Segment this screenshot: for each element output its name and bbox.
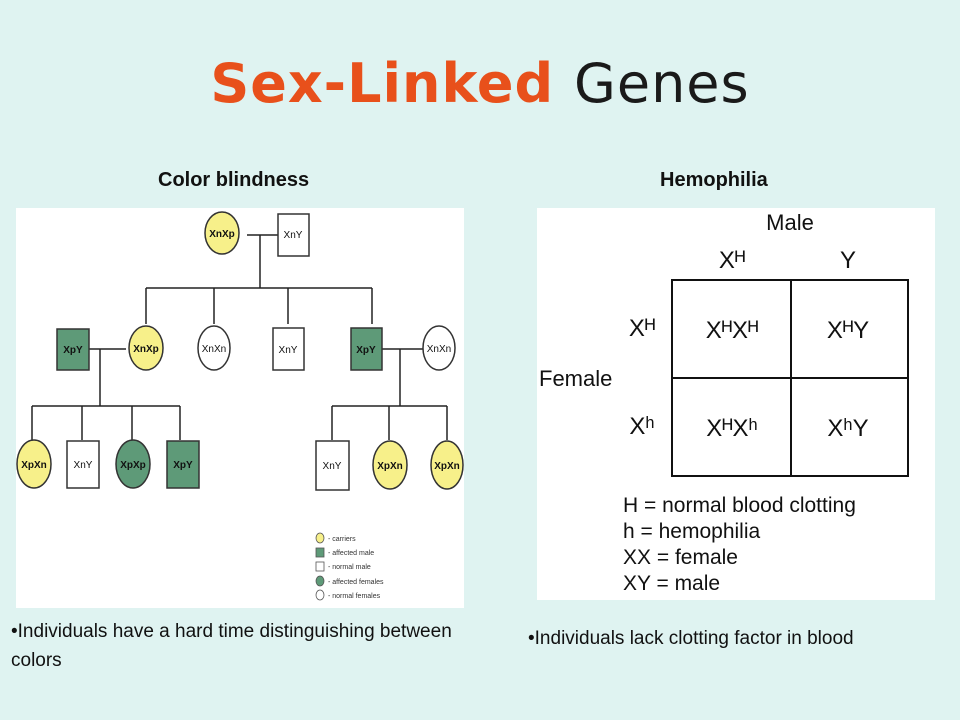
svg-text:XpXp: XpXp <box>120 460 146 471</box>
parent-female-carrier: XnXp <box>204 211 240 255</box>
legend-carrier-symbol <box>315 532 325 544</box>
punnett-svg: Male Xᴴ Y Female Xᴴ Xʰ XᴴXᴴ XᴴY XᴴXʰ XʰY… <box>539 210 909 595</box>
pedigree-svg: XnXp XnY XpY XnXp XnXn XnY XpY Xn <box>16 211 464 601</box>
title-genes: Genes <box>574 52 750 115</box>
cell-xhxh: XᴴXᴴ <box>706 317 759 344</box>
key-male: XY = male <box>623 572 720 595</box>
svg-text:XpY: XpY <box>173 460 193 471</box>
female-allele-xh: Xᴴ <box>629 315 655 342</box>
gen2-normal-male: XnY <box>272 327 305 371</box>
gen3-left-affected-female: XpXp <box>115 439 151 489</box>
female-label: Female <box>539 366 612 391</box>
punnett-grid <box>671 279 909 477</box>
pedigree-legend: - carriers - affected male - normal male… <box>315 532 384 601</box>
legend-affected-male-symbol <box>315 547 325 558</box>
cell-xhy-lower: XʰY <box>827 415 868 442</box>
svg-text:XpXn: XpXn <box>21 460 47 471</box>
slide-title: Sex-Linked Genes <box>0 52 960 115</box>
legend-affected-female-symbol <box>315 575 325 587</box>
legend-normal-male-symbol <box>315 561 325 572</box>
gen3-right-carrier-female-1: XpXn <box>372 440 408 490</box>
svg-text:XpXn: XpXn <box>377 461 403 472</box>
gen3-left-normal-male: XnY <box>66 440 100 489</box>
gen3-left-carrier-female: XpXn <box>16 439 52 489</box>
key-hemophilia: h = hemophilia <box>623 520 760 543</box>
gen2-carrier-female: XnXp <box>128 325 164 371</box>
key-female: XX = female <box>623 546 738 569</box>
hemophilia-caption: Hemophilia <box>660 169 768 191</box>
hemophilia-note: •Individuals lack clotting factor in blo… <box>528 628 854 649</box>
color-blindness-note: •Individuals have a hard time distinguis… <box>11 621 452 671</box>
parent-female-genotype: XnXp <box>209 229 235 240</box>
male-label: Male <box>766 210 814 235</box>
parent-male-genotype: XnY <box>284 230 303 241</box>
key-normal-clotting: H = normal blood clotting <box>623 494 856 517</box>
color-blindness-caption: Color blindness <box>158 169 310 191</box>
male-allele-y: Y <box>840 247 856 274</box>
svg-text:XnY: XnY <box>279 345 298 356</box>
svg-text:XnY: XnY <box>323 461 342 472</box>
svg-text:XpXn: XpXn <box>434 461 460 472</box>
gen2-normal-female-2: XnXn <box>422 325 456 371</box>
legend-normal-male: - normal male <box>328 564 371 571</box>
female-allele-xh-lower: Xʰ <box>629 413 654 440</box>
gen2-affected-male-1: XpY <box>56 328 90 371</box>
gen2-normal-female-1: XnXn <box>197 325 231 371</box>
gen2-affected-male-2: XpY <box>350 327 383 371</box>
legend-normal-females: - normal females <box>328 593 381 600</box>
svg-text:XnY: XnY <box>74 460 93 471</box>
legend-affected-females: - affected females <box>328 579 384 586</box>
svg-text:XnXn: XnXn <box>427 344 451 355</box>
svg-text:XnXn: XnXn <box>202 344 226 355</box>
legend-normal-female-symbol <box>315 589 325 601</box>
cell-xhy: XᴴY <box>827 317 869 344</box>
pedigree-chart: XnXp XnY XpY XnXp XnXn XnY XpY Xn <box>16 208 464 608</box>
title-sex-linked: Sex-Linked <box>210 52 555 115</box>
parent-male-normal: XnY <box>277 213 310 257</box>
male-allele-xh: Xᴴ <box>719 247 745 274</box>
svg-text:XpY: XpY <box>63 345 83 356</box>
cell-xhxh-lower: XᴴXʰ <box>706 415 758 442</box>
gen3-right-normal-male: XnY <box>315 440 350 491</box>
punnett-square-panel: Male Xᴴ Y Female Xᴴ Xʰ XᴴXᴴ XᴴY XᴴXʰ XʰY… <box>537 208 935 600</box>
pedigree-lines <box>31 234 448 440</box>
gen3-left-affected-male: XpY <box>166 440 200 489</box>
gen3-right-carrier-female-2: XpXn <box>430 440 464 490</box>
legend-carriers: - carriers <box>328 536 356 543</box>
legend-affected-male: - affected male <box>328 550 374 557</box>
svg-text:XnXp: XnXp <box>133 344 159 355</box>
svg-text:XpY: XpY <box>356 345 376 356</box>
